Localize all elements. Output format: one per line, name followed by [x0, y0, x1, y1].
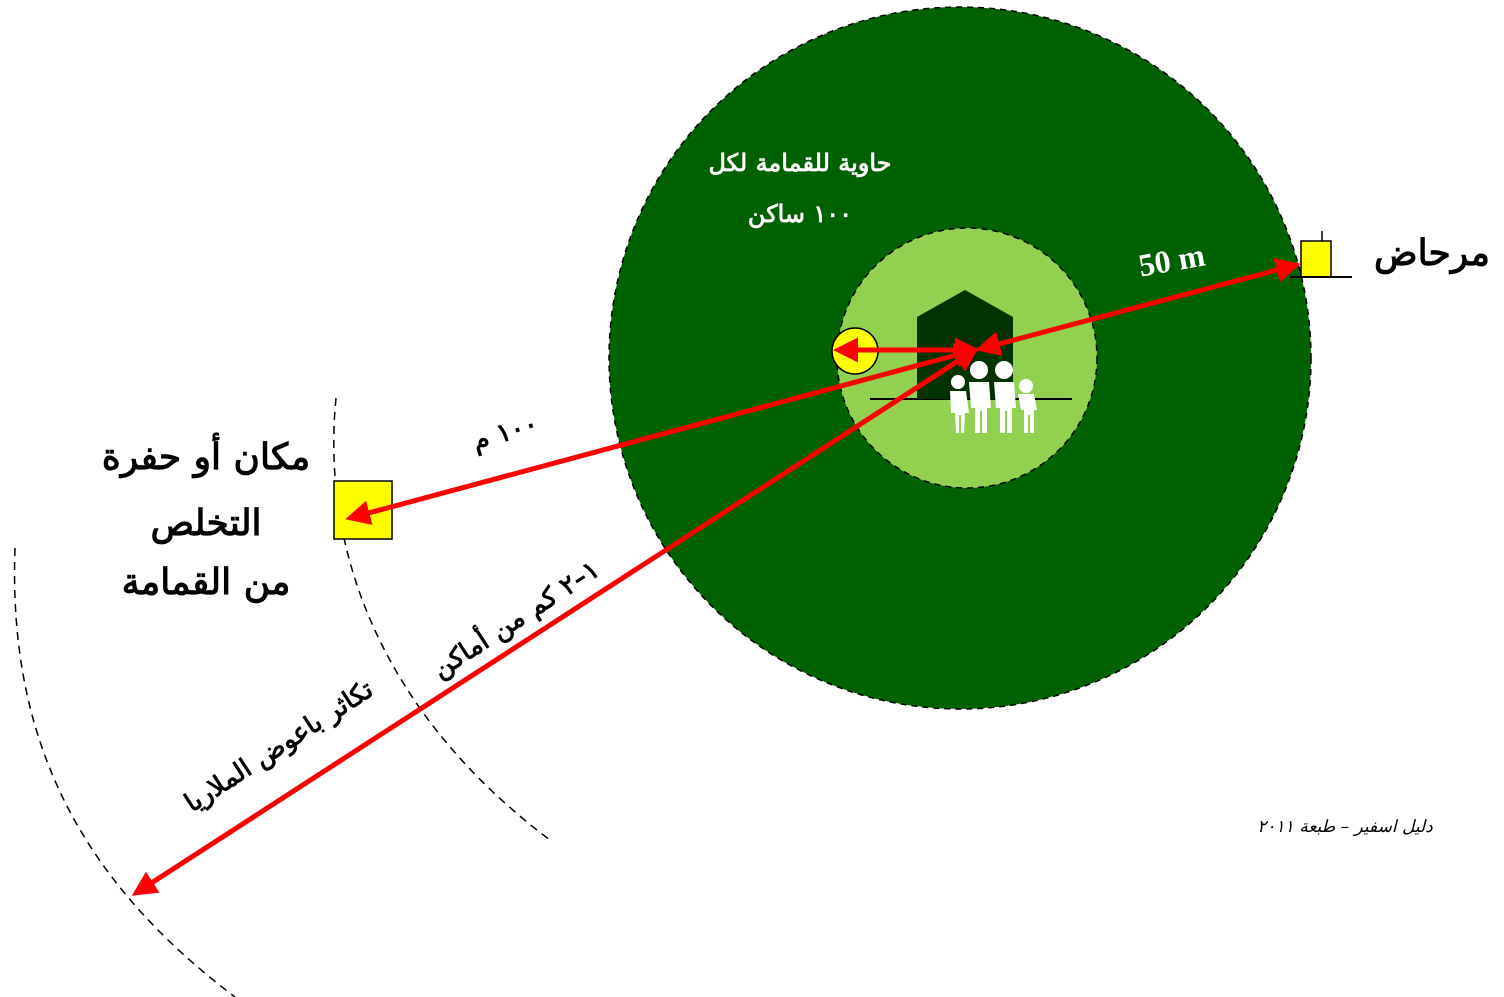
arrow-to-breeding-sites — [131, 347, 980, 896]
mosquito-label-line1: ١–٢ كم من أماكن — [425, 551, 605, 684]
dump-label-line2: التخلص — [150, 502, 261, 545]
bin-label-line2: ١٠٠ ساكن — [748, 199, 852, 229]
bin-label-line1: حاوية للقمامة لكل — [708, 148, 891, 178]
arrow-to-toilet — [975, 258, 1301, 356]
dump-label-line3: من القمامة — [122, 561, 291, 604]
source-credit: دليل اسفير – طبعة ٢٠١١ — [1257, 817, 1433, 837]
boundary-arc-malaria — [13, 547, 236, 997]
dump-distance-label: ١٠٠ م — [469, 409, 542, 457]
toilet-label: مرحاض — [1374, 232, 1490, 275]
mosquito-label-line2: تكاثر باعوض الملاريا — [179, 675, 378, 819]
dump-label-line1: مكان أو حفرة — [102, 432, 310, 479]
distance-arrows — [131, 258, 1301, 896]
